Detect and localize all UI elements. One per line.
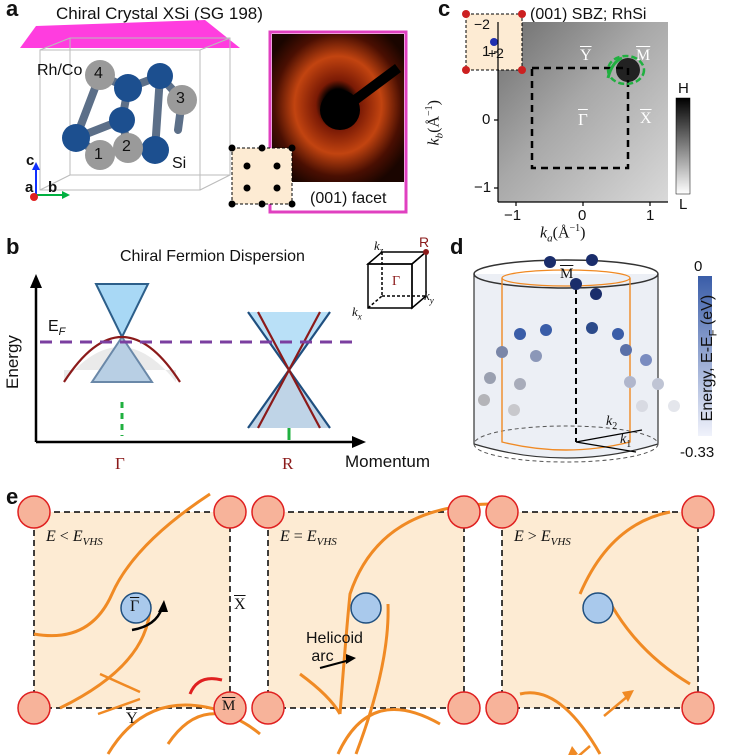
facet-frame — [268, 30, 408, 214]
c-xlabel: ka(Å−1) — [540, 223, 586, 245]
c-xtick-m1: −1 — [504, 207, 522, 224]
b-xlabel: Momentum — [345, 452, 431, 471]
facet-label: (001) facet — [310, 190, 387, 207]
r-upper-cone — [248, 312, 330, 368]
fermi-label: EF — [48, 318, 66, 339]
c-ylabel: kb(Å−1) — [423, 100, 446, 146]
b-gamma-label: Γ — [115, 454, 125, 473]
panel-c-title: (001) SBZ; RhSi — [530, 6, 647, 23]
inner-contour — [501, 278, 631, 451]
panel-b: b Chiral Fermion Dispersion — [0, 232, 440, 482]
arpes-axes — [494, 22, 668, 206]
gamma-hole-band — [63, 335, 181, 383]
cube-kx: kx — [352, 304, 362, 322]
rh-atoms — [85, 60, 197, 170]
c-xtick-1: 1 — [646, 207, 655, 224]
facet-bz-schematic — [231, 147, 293, 205]
atom-number-1: 1 — [94, 146, 103, 163]
d-cbar-top: 0 — [694, 258, 703, 275]
si-label: Si — [172, 155, 187, 172]
x-bar-label: X — [640, 110, 652, 127]
arpes-intensity — [498, 22, 668, 202]
panel-a: a Chiral Crystal XSi (SG 198) — [0, 0, 420, 230]
panel-b-title: Chiral Fermion Dispersion — [120, 248, 305, 265]
c-ytick-1: 1 — [482, 43, 491, 60]
m-point-arrow — [606, 56, 623, 79]
top-plane — [20, 20, 240, 48]
c-ytick-0: 0 — [482, 111, 491, 128]
facet-bz-dots — [228, 144, 296, 208]
rh-co-label: Rh/Co — [37, 62, 83, 79]
helicoid-arc-label: Helicoid arc — [306, 630, 363, 665]
atom-number-2: 2 — [122, 138, 131, 155]
chern-neg: −2 — [474, 16, 490, 32]
dispersion-diagram — [30, 249, 429, 448]
condition-2: E = EVHS — [280, 528, 337, 549]
d-cbar-title: Energy, E-EF (eV) — [699, 294, 720, 422]
c-ytick-m1: −1 — [474, 179, 492, 196]
axis-b-label: b — [48, 179, 58, 196]
colorbar-low: L — [679, 196, 688, 213]
chern-corners — [462, 10, 526, 74]
axis-a-label: a — [25, 179, 34, 196]
gamma-upper-cone — [94, 283, 150, 340]
b-ylabel: Energy — [2, 335, 22, 389]
atom-number-3: 3 — [176, 90, 185, 107]
cylinder-body — [473, 274, 659, 459]
si-atoms — [62, 63, 173, 164]
panel-d: d 0 -0.33 — [440, 232, 736, 482]
m-point-circle — [606, 54, 646, 86]
panel-c-label: c — [438, 0, 451, 21]
atom-number-4: 4 — [94, 65, 103, 82]
d-cbar-bottom: -0.33 — [680, 444, 715, 461]
d-k1-label: k1 — [620, 432, 632, 450]
axis-c-label: c — [26, 152, 35, 169]
e-x-label: X — [234, 596, 246, 613]
panel-c: c (001) SBZ; RhSi — [424, 0, 736, 245]
arpes-map — [462, 10, 691, 206]
sbz-outline — [530, 66, 630, 170]
e-gamma-label: Γ — [130, 598, 140, 615]
panel-a-label: a — [6, 0, 19, 21]
chern-center — [490, 38, 498, 46]
bz-box-3 — [485, 495, 715, 755]
energy-spheres — [478, 254, 680, 416]
gamma-bar-label: Γ — [578, 110, 588, 129]
d-k2-label: k2 — [606, 414, 618, 432]
b-axes — [34, 284, 356, 444]
crystal-structure-illustration — [20, 20, 408, 214]
bz-box-1 — [17, 492, 261, 755]
c-xtick-0: 0 — [578, 207, 587, 224]
panel-d-label: d — [450, 234, 464, 259]
y-bar-label: Y — [580, 47, 592, 64]
panel-a-title: Chiral Crystal XSi (SG 198) — [56, 4, 263, 23]
b-r-label: R — [282, 454, 294, 473]
colorbar-high: H — [678, 80, 689, 97]
cylinder-diagram — [473, 254, 712, 463]
panel-e-label: e — [6, 484, 19, 509]
condition-1: E < EVHS — [46, 528, 103, 549]
energy-colorbar — [698, 276, 712, 436]
cube-ky: ky — [424, 288, 434, 306]
unit-cell-frame — [39, 37, 231, 191]
m-bar-label: M — [636, 47, 651, 64]
axes-triad — [30, 162, 70, 201]
arpes-colorbar — [675, 97, 691, 195]
bz-box-2 — [251, 495, 495, 755]
condition-3: E > EVHS — [514, 528, 571, 549]
cube-r: R — [419, 234, 430, 250]
gamma-lower-cone — [90, 335, 154, 383]
cube-gamma: Γ — [392, 274, 401, 289]
e-m-label: M — [222, 698, 236, 714]
helicoid-arcs-diagram — [17, 492, 715, 755]
panel-b-label: b — [6, 234, 20, 259]
panel-e: e — [0, 484, 736, 755]
d-m-label: M — [560, 266, 574, 282]
cube-kz: kz — [374, 238, 384, 256]
chern-pos: +2 — [488, 45, 504, 61]
r-lower-cone — [248, 368, 330, 428]
e-y-label: Y — [126, 710, 138, 727]
